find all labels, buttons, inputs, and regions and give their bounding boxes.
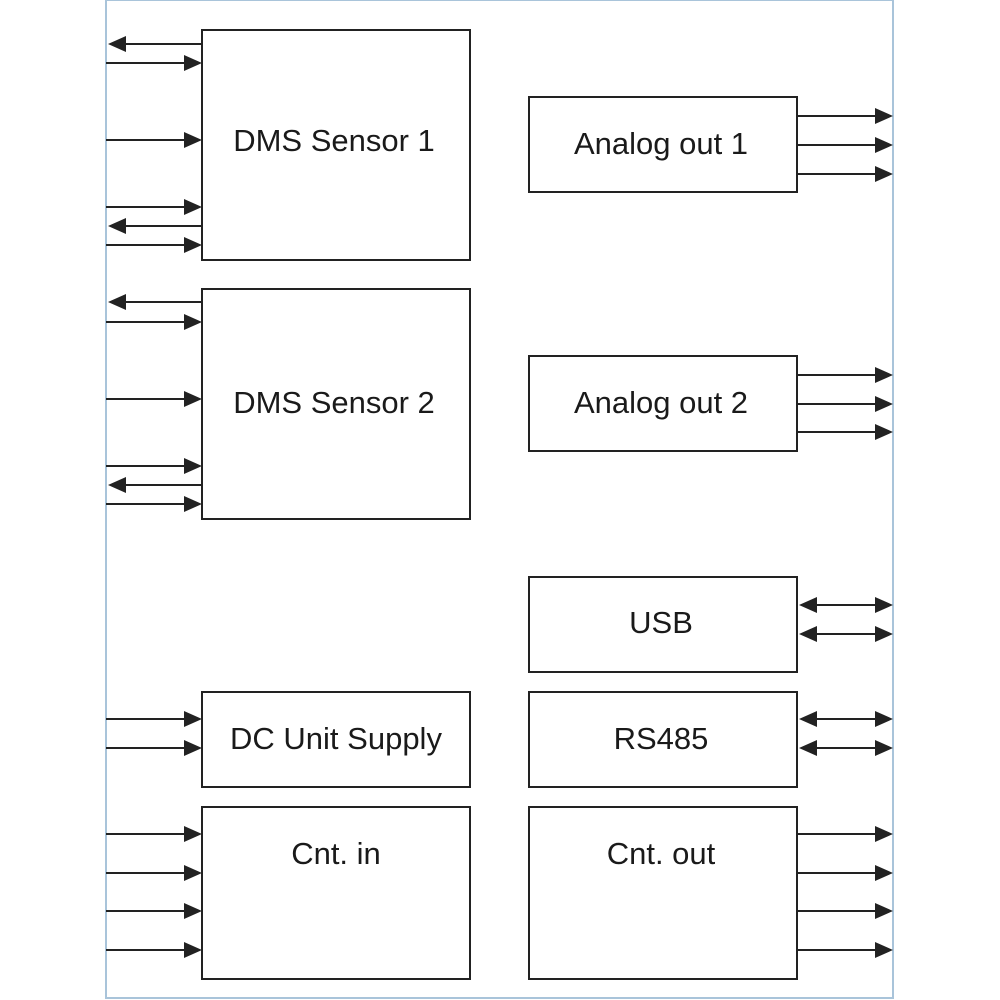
arrow-right-icon	[184, 314, 202, 330]
arrow-left-icon	[799, 740, 817, 756]
rs485-signals	[799, 711, 893, 756]
block-rs485-box	[528, 691, 798, 788]
dc-unit-supply-signals	[106, 711, 202, 756]
arrow-right-icon	[875, 626, 893, 642]
cnt-out-signals	[797, 826, 893, 958]
arrow-right-icon	[184, 903, 202, 919]
arrow-right-icon	[184, 711, 202, 727]
block-dms-sensor-2-label: DMS Sensor 2	[233, 385, 435, 420]
block-rs485: RS485	[528, 691, 798, 788]
block-analog-out-2-box	[528, 355, 798, 452]
block-dms-sensor-2-box	[201, 288, 471, 520]
arrow-right-icon	[875, 865, 893, 881]
arrow-right-icon	[875, 424, 893, 440]
dms-sensor-2-signals	[106, 294, 202, 512]
arrow-right-icon	[875, 826, 893, 842]
arrow-right-icon	[184, 55, 202, 71]
arrow-left-icon	[799, 597, 817, 613]
arrow-left-icon	[799, 626, 817, 642]
arrow-right-icon	[875, 137, 893, 153]
arrow-right-icon	[184, 199, 202, 215]
cnt-in-signals	[106, 826, 202, 958]
block-dc-unit-supply: DC Unit Supply	[201, 691, 471, 788]
arrow-left-icon	[108, 218, 126, 234]
arrow-right-icon	[184, 132, 202, 148]
arrow-right-icon	[184, 458, 202, 474]
block-analog-out-2: Analog out 2	[528, 355, 798, 452]
block-dms-sensor-1: DMS Sensor 1	[201, 29, 471, 261]
analog-out-2-signals	[797, 367, 893, 440]
arrow-right-icon	[184, 826, 202, 842]
dms-sensor-1-signals	[106, 36, 202, 253]
arrow-right-icon	[875, 711, 893, 727]
block-analog-out-1: Analog out 1	[528, 96, 798, 193]
block-dms-sensor-1-label: DMS Sensor 1	[233, 123, 435, 158]
block-cnt-in: Cnt. in	[201, 806, 471, 980]
arrow-right-icon	[184, 496, 202, 512]
arrow-left-icon	[108, 36, 126, 52]
block-usb-label: USB	[629, 605, 693, 640]
arrow-right-icon	[875, 166, 893, 182]
arrow-right-icon	[184, 237, 202, 253]
arrow-left-icon	[108, 294, 126, 310]
usb-signals	[799, 597, 893, 642]
block-analog-out-1-label: Analog out 1	[574, 126, 748, 161]
block-rs485-label: RS485	[614, 721, 709, 756]
block-cnt-out-label: Cnt. out	[607, 836, 716, 871]
block-dms-sensor-1-box	[201, 29, 471, 261]
arrow-right-icon	[875, 108, 893, 124]
block-analog-out-2-label: Analog out 2	[574, 385, 748, 420]
arrow-right-icon	[875, 396, 893, 412]
block-analog-out-1-box	[528, 96, 798, 193]
block-cnt-out-box	[528, 806, 798, 980]
analog-out-1-signals	[797, 108, 893, 182]
arrow-right-icon	[875, 367, 893, 383]
arrow-right-icon	[875, 903, 893, 919]
arrow-right-icon	[875, 942, 893, 958]
arrow-right-icon	[184, 942, 202, 958]
block-usb-box	[528, 576, 798, 673]
block-cnt-in-box	[201, 806, 471, 980]
block-cnt-in-label: Cnt. in	[291, 836, 381, 871]
arrow-right-icon	[184, 391, 202, 407]
arrow-right-icon	[875, 597, 893, 613]
block-dc-unit-supply-box	[201, 691, 471, 788]
arrow-right-icon	[875, 740, 893, 756]
block-cnt-out: Cnt. out	[528, 806, 798, 980]
arrow-right-icon	[184, 865, 202, 881]
arrow-left-icon	[108, 477, 126, 493]
arrow-right-icon	[184, 740, 202, 756]
arrow-left-icon	[799, 711, 817, 727]
block-dms-sensor-2: DMS Sensor 2	[201, 288, 471, 520]
block-usb: USB	[528, 576, 798, 673]
block-dc-unit-supply-label: DC Unit Supply	[230, 721, 442, 756]
